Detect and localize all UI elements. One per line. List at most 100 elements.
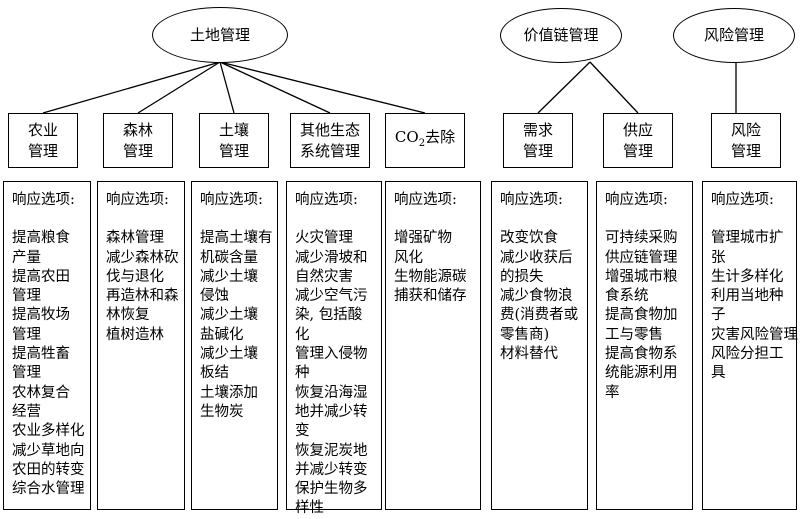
- category-label-line: 管理: [622, 141, 653, 160]
- response-option-line: 材料替代: [500, 346, 558, 363]
- response-option-line: 变: [295, 423, 310, 440]
- response-option-line: 的损失: [500, 268, 544, 285]
- response-option-line: 管理: [12, 288, 41, 305]
- response-options-other-ecosystems: 响应选项: 火灾管理减少滑坡和自然灾害减少空气污染, 包括酸化管理入侵物种恢复沿…: [286, 181, 382, 516]
- land-management-oval: 土地管理: [152, 7, 288, 63]
- response-options-risk: 响应选项: 管理城市扩张生计多样化利用当地种子灾害风险管理风险分担工具: [702, 181, 798, 510]
- response-option-line: 板结: [200, 365, 229, 382]
- response-option-line: 提高食物系: [605, 346, 678, 363]
- response-options-heading: 响应选项:: [106, 192, 169, 208]
- response-option-line: 风化: [394, 249, 423, 266]
- value-chain-management-oval: 价值链管理: [500, 8, 622, 63]
- response-option-line: 种: [295, 365, 310, 382]
- category-label-line: 管理: [27, 141, 58, 160]
- response-option-line: 侵蚀: [200, 288, 229, 305]
- response-options-heading: 响应选项:: [200, 192, 263, 208]
- response-option-line: 生计多样化: [711, 268, 784, 285]
- response-option-line: 供应链管理: [605, 249, 678, 266]
- response-options-demand: 响应选项: 改变饮食减少收获后的损失减少食物浪费(消费者或零售商)材料替代: [491, 181, 588, 510]
- category-label-line: 供应: [622, 120, 653, 139]
- response-options-heading: 响应选项:: [711, 192, 774, 208]
- response-option-line: 减少收获后: [500, 249, 573, 266]
- category-soil: 土壤管理: [199, 113, 269, 168]
- connector-value-chain-demand: [537, 61, 591, 114]
- category-label-line: 土壤: [218, 120, 249, 139]
- response-options-soil: 响应选项: 提高土壤有机碳含量减少土壤侵蚀减少土壤盐碱化减少土壤板结土壤添加生物…: [191, 181, 278, 510]
- land-management-label: 土地管理: [189, 25, 250, 44]
- category-label-line: 风险: [730, 120, 761, 139]
- response-option-line: 零售商): [500, 326, 550, 343]
- response-options-supply: 响应选项: 可持续采购供应链管理增强城市粮食系统提高食物加工与零售提高食物系统能…: [596, 181, 693, 510]
- response-option-line: 自然灾害: [295, 268, 353, 285]
- response-options-list: 提高粮食产量提高农田管理提高牧场管理提高牲畜管理农林复合经营农业多样化减少草地向…: [12, 229, 86, 499]
- connector-land-agriculture: [42, 61, 221, 114]
- response-option-line: 生物能源碳: [394, 268, 467, 285]
- response-options-forest: 响应选项: 森林管理减少森林砍伐与退化再造林和森林恢复植树造林: [97, 181, 185, 510]
- response-option-line: 提高农田: [12, 268, 70, 285]
- category-label-line: 需求: [522, 120, 553, 139]
- response-option-line: 伐与退化: [106, 268, 164, 285]
- category-label-line: 其他生态: [299, 120, 360, 139]
- response-option-line: 食系统: [605, 288, 649, 305]
- category-label-line: 管理: [218, 141, 249, 160]
- response-option-line: 张: [711, 249, 726, 266]
- response-option-line: 提高牧场: [12, 307, 70, 324]
- response-option-line: 经营: [12, 403, 41, 420]
- connector-value-chain-supply: [589, 61, 639, 114]
- response-options-list: 改变饮食减少收获后的损失减少食物浪费(消费者或零售商)材料替代: [500, 229, 583, 364]
- response-option-line: 减少土壤: [200, 268, 258, 285]
- co2-removal-label: CO2去除: [394, 128, 456, 149]
- response-option-line: 灾害风险管理: [711, 326, 798, 343]
- response-option-line: 提高食物加: [605, 307, 678, 324]
- response-options-list: 增强矿物风化生物能源碳捕获和储存: [394, 229, 476, 306]
- response-option-line: 产量: [12, 249, 41, 266]
- response-options-heading: 响应选项:: [500, 192, 563, 208]
- response-option-line: 样性: [295, 500, 324, 517]
- category-label-line: 管理: [730, 141, 761, 160]
- response-options-list: 可持续采购供应链管理增强城市粮食系统提高食物加工与零售提高食物系统能源利用率: [605, 229, 688, 403]
- response-option-line: 提高土壤有: [200, 230, 273, 247]
- response-options-heading: 响应选项:: [12, 192, 75, 208]
- connector-land-forest: [137, 61, 221, 114]
- response-options-agriculture: 响应选项: 提高粮食产量提高农田管理提高牧场管理提高牲畜管理农林复合经营农业多样…: [3, 181, 91, 510]
- response-option-line: 减少草地向: [12, 442, 85, 459]
- response-option-line: 火灾管理: [295, 230, 353, 247]
- response-options-co2-removal: 响应选项: 增强矿物风化生物能源碳捕获和储存: [385, 181, 481, 510]
- response-option-line: 林恢复: [106, 307, 150, 324]
- response-option-line: 费(消费者或: [500, 307, 579, 324]
- response-options-list: 提高土壤有机碳含量减少土壤侵蚀减少土壤盐碱化减少土壤板结土壤添加生物炭: [200, 229, 273, 422]
- response-option-line: 减少滑坡和: [295, 249, 368, 266]
- response-options-list: 管理城市扩张生计多样化利用当地种子灾害风险管理风险分担工具: [711, 229, 798, 383]
- response-option-line: 减少森林砍: [106, 249, 179, 266]
- response-option-line: 改变饮食: [500, 230, 558, 247]
- response-option-line: 可持续采购: [605, 230, 678, 247]
- response-option-line: 管理城市扩: [711, 230, 784, 247]
- response-option-line: 减少空气污: [295, 288, 368, 305]
- response-option-line: 统能源利用: [605, 365, 678, 382]
- value-chain-management-label: 价值链管理: [523, 26, 599, 44]
- response-options-list: 森林管理减少森林砍伐与退化再造林和森林恢复植树造林: [106, 229, 180, 345]
- response-options-heading: 响应选项:: [605, 192, 668, 208]
- category-agriculture: 农业管理: [8, 113, 78, 168]
- response-option-line: 具: [711, 365, 726, 382]
- response-option-line: 恢复泥炭地: [295, 442, 368, 459]
- category-label-line: 管理: [122, 141, 153, 160]
- category-demand: 需求管理: [503, 113, 573, 168]
- connector-land-co2-removal: [219, 61, 426, 114]
- response-option-line: 综合水管理: [12, 481, 85, 498]
- response-option-line: 森林管理: [106, 230, 164, 247]
- response-option-line: 生物炭: [200, 403, 244, 420]
- response-option-line: 提高牲畜: [12, 346, 70, 363]
- category-supply: 供应管理: [603, 113, 673, 168]
- category-label-line: 管理: [522, 141, 553, 160]
- category-other-ecosystems: 其他生态系统管理: [290, 113, 370, 168]
- response-option-line: 子: [711, 307, 726, 324]
- response-option-line: 减少土壤: [200, 346, 258, 363]
- risk-management-label: 风险管理: [703, 26, 764, 44]
- response-option-line: 保护生物多: [295, 481, 368, 498]
- response-option-line: 土壤添加: [200, 384, 258, 401]
- category-risk: 风险管理: [711, 113, 781, 168]
- risk-management-oval: 风险管理: [673, 8, 795, 63]
